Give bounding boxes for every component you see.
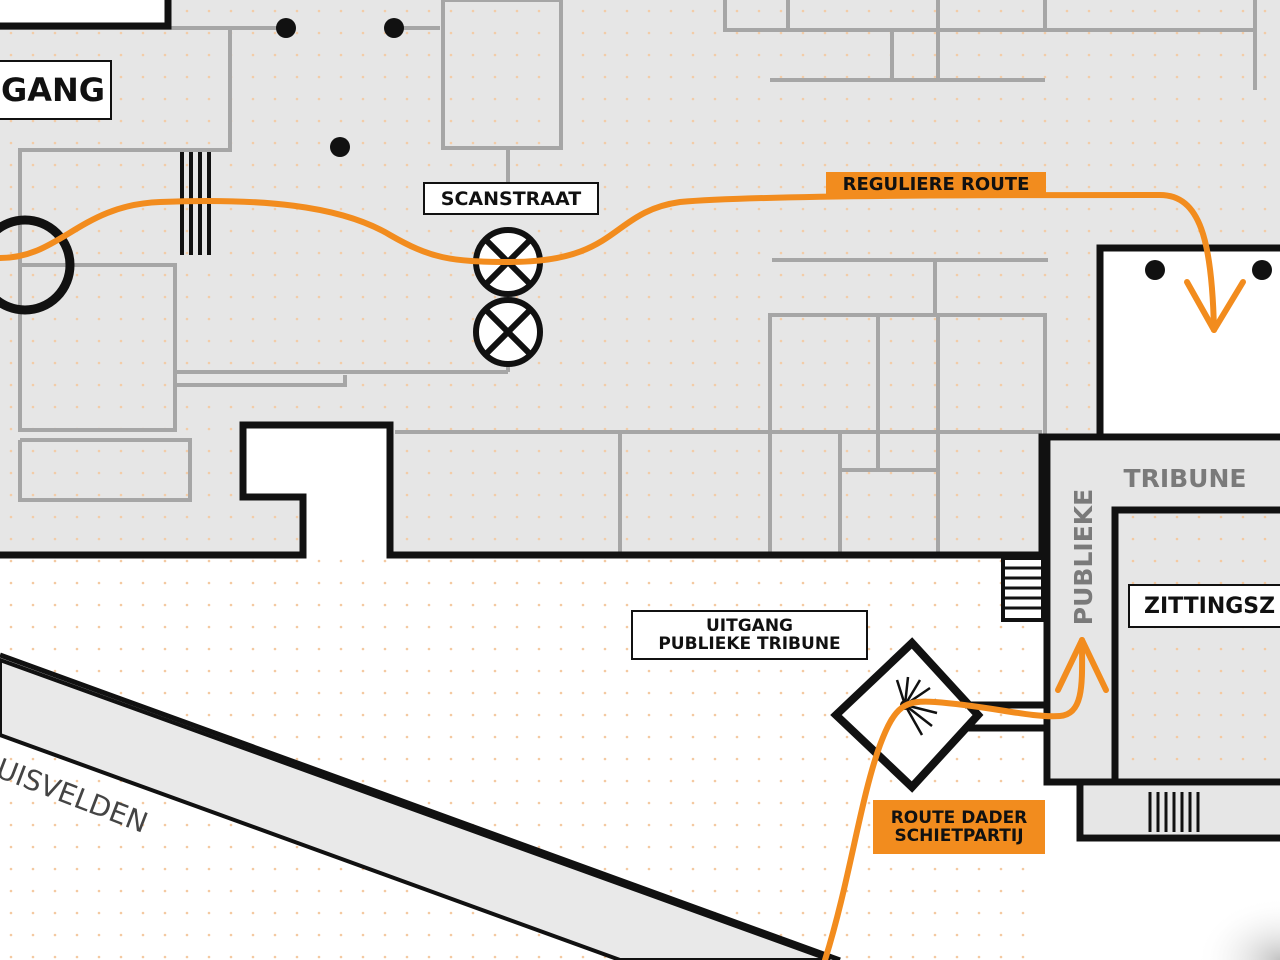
exit-label-line: PUBLIEKE TRIBUNE	[658, 634, 841, 654]
street-edge	[0, 652, 841, 960]
route-arrowhead-icon	[1184, 279, 1246, 333]
pillar-dot	[276, 18, 296, 38]
courtroom-label: ZITTINGSZ	[1128, 584, 1280, 628]
upper-room-floor	[1104, 252, 1280, 433]
corner-shadow	[1040, 780, 1280, 960]
entrance-forecourt	[0, 0, 168, 26]
pillar-dot	[1145, 260, 1165, 280]
exit-label-line: UITGANG	[705, 616, 794, 636]
scanner-gate-icon	[473, 297, 543, 367]
entrance-label: GANG	[0, 60, 112, 120]
public-label: PUBLIEKE	[1068, 488, 1098, 626]
public-tribune-exit-label: UITGANG PUBLIEKE TRIBUNE	[631, 610, 868, 660]
spiral-staircase-icon	[830, 637, 984, 793]
shooter-route-path	[822, 637, 1086, 960]
regular-route-path	[0, 191, 1217, 333]
pillar-dot	[1252, 260, 1272, 280]
regular-route-label: REGULIERE ROUTE	[826, 172, 1046, 197]
inner-courtyard	[243, 425, 390, 555]
shooter-route-label: ROUTE DADER SCHIETPARTIJ	[873, 800, 1045, 854]
tribune-label: TRIBUNE	[1123, 463, 1247, 493]
stairs-icon	[1001, 556, 1045, 622]
pillar-dot	[330, 137, 350, 157]
tribune-floor	[1051, 441, 1280, 510]
route-arrowhead-icon	[1055, 637, 1109, 693]
shooter-label-line: SCHIETPARTIJ	[894, 826, 1024, 846]
revolving-door-icon	[0, 215, 75, 315]
building-floor-dots	[0, 0, 1280, 555]
scanner-lane-label: SCANSTRAAT	[423, 182, 599, 215]
shooter-label-line: ROUTE DADER	[890, 808, 1028, 828]
courtroom-floor-dots	[1118, 513, 1280, 779]
pillar-dot	[384, 18, 404, 38]
street	[0, 657, 831, 960]
